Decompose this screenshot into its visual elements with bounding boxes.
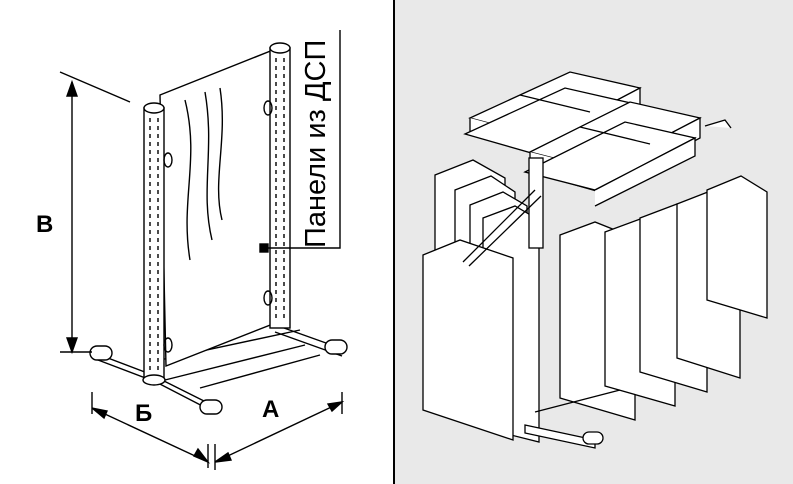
width-label: А xyxy=(262,396,280,423)
folded-clothes-stack xyxy=(463,71,702,207)
left-post xyxy=(142,102,166,386)
left-garment-group xyxy=(422,159,540,443)
loaded-stand-drawing xyxy=(422,71,768,449)
center-post xyxy=(528,157,544,249)
panel-material-callout: Панели из ДСП xyxy=(300,39,332,248)
depth-dimension xyxy=(91,392,211,468)
right-garment-group xyxy=(559,175,768,421)
depth-label: Б xyxy=(135,400,153,427)
loaded-stand-panel xyxy=(393,0,793,484)
stand-drawing xyxy=(59,30,348,470)
dimension-drawing-panel: В Б А Панели из ДСП xyxy=(0,0,393,484)
height-dimension xyxy=(59,71,131,355)
height-label: В xyxy=(36,211,54,238)
width-dimension xyxy=(214,392,345,470)
right-post xyxy=(163,42,291,353)
